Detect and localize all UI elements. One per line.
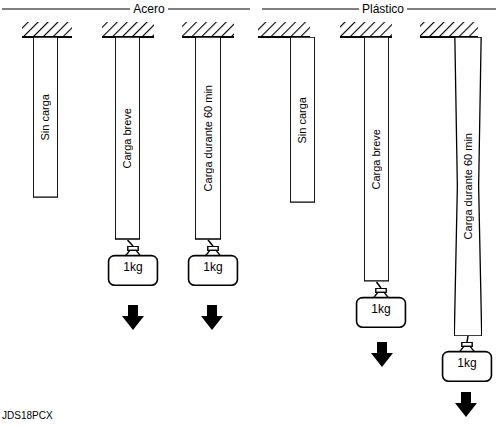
strip-label: Carga durante 60 min	[203, 85, 214, 191]
test-strip: Carga breve	[364, 37, 389, 282]
force-arrow	[122, 305, 477, 417]
material-heading: Acero	[130, 3, 167, 15]
figure-code: JDS18PCX	[2, 411, 53, 421]
strip-label: Carga breve	[122, 108, 133, 169]
header-line	[2, 9, 250, 10]
strip-label: Sin carga	[297, 97, 308, 143]
hanger-wire	[377, 282, 382, 288]
strip-label: Carga durante 60 min	[463, 133, 474, 239]
strip-label: Sin carga	[40, 94, 51, 140]
hanger-wire	[128, 240, 134, 246]
material-heading: Plástico	[359, 3, 407, 15]
weight-block: 1kg	[107, 246, 159, 286]
hanger-wire	[208, 240, 213, 246]
weight-label: 1kg	[441, 357, 493, 369]
weight-block: 1kg	[441, 342, 493, 382]
test-strip: Carga breve	[115, 37, 140, 240]
test-strip: Carga durante 60 min	[454, 37, 482, 336]
weight-label: 1kg	[355, 303, 407, 315]
test-strip: Sin carga	[33, 37, 58, 198]
test-strip: Carga durante 60 min	[195, 37, 221, 240]
hanger-wire	[467, 336, 468, 342]
test-strip: Sin carga	[290, 37, 315, 203]
weight-block: 1kg	[355, 288, 407, 328]
weight-label: 1kg	[187, 261, 239, 273]
strip-label: Carga breve	[371, 129, 382, 190]
weight-block: 1kg	[187, 246, 239, 286]
weight-label: 1kg	[107, 261, 159, 273]
ceiling-hatch	[22, 22, 478, 37]
